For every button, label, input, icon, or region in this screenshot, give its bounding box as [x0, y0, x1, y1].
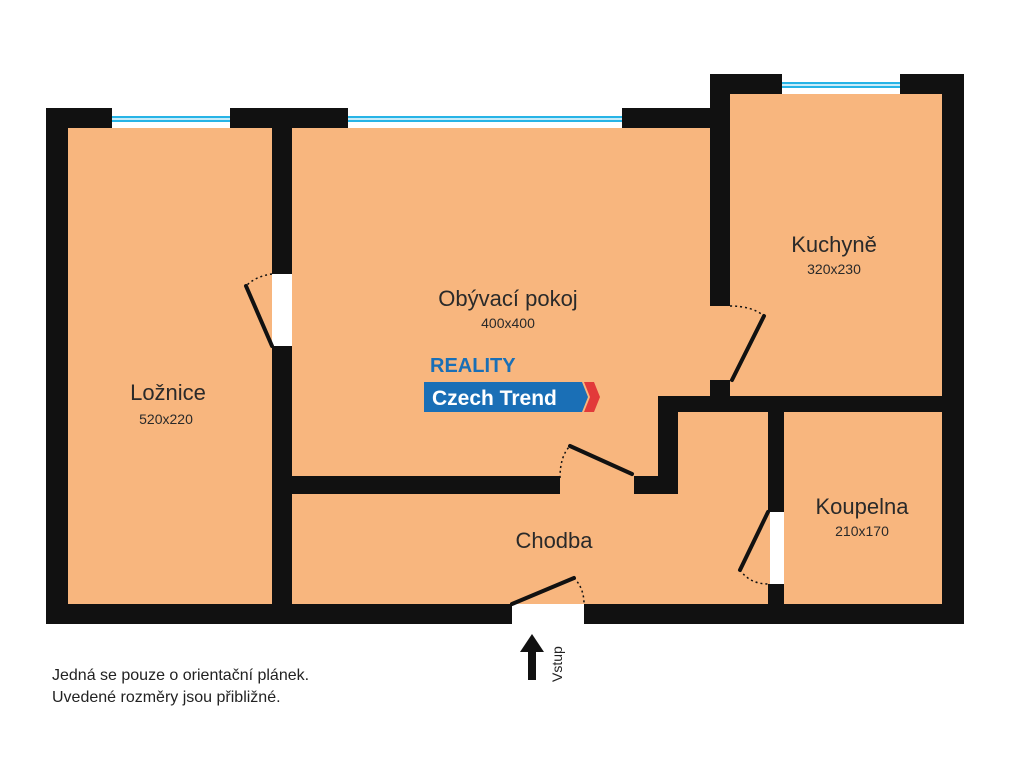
doors	[244, 284, 770, 606]
room-name-chodba: Chodba	[515, 528, 593, 553]
room-name-obyvaci: Obývací pokoj	[438, 286, 577, 311]
room-dims-kuchyne: 320x230	[807, 261, 861, 277]
room-name-kuchyne: Kuchyně	[791, 232, 877, 257]
floor-koupelna	[784, 410, 942, 604]
room-name-loznice: Ložnice	[130, 380, 206, 405]
room-dims-koupelna: 210x170	[835, 523, 889, 539]
window-edges	[112, 84, 900, 120]
floor-chodba	[292, 410, 770, 604]
logo: REALITY Czech Trend	[424, 355, 600, 412]
room-dims-obyvaci: 400x400	[481, 315, 535, 331]
door-koupelna	[738, 510, 770, 572]
door-loznice	[244, 284, 274, 348]
logo-red-chevron	[584, 382, 600, 412]
disclaimer-line-2: Uvedené rozměry jsou přibližné.	[52, 689, 281, 706]
entrance-label: Vstup	[549, 646, 565, 682]
room-name-koupelna: Koupelna	[816, 494, 910, 519]
logo-line2: Czech Trend	[432, 387, 557, 410]
floor-kuchyne-door	[712, 300, 732, 380]
entrance-arrow-icon	[520, 634, 544, 680]
room-dims-loznice: 520x220	[139, 411, 193, 427]
door-entrance	[510, 576, 576, 606]
floor-kuchyne	[730, 94, 942, 396]
door-arcs	[245, 273, 769, 605]
floor-areas	[68, 94, 942, 604]
walls	[46, 74, 964, 624]
logo-line1: REALITY	[430, 355, 516, 377]
disclaimer-line-1: Jedná se pouze o orientační plánek.	[52, 667, 310, 684]
disclaimer-note: Jedná se pouze o orientační plánek. Uved…	[52, 665, 309, 709]
logo-banner	[424, 382, 588, 412]
floor-loznice	[68, 128, 272, 604]
door-obyvaci	[568, 444, 634, 476]
door-kuchyne	[730, 314, 766, 382]
